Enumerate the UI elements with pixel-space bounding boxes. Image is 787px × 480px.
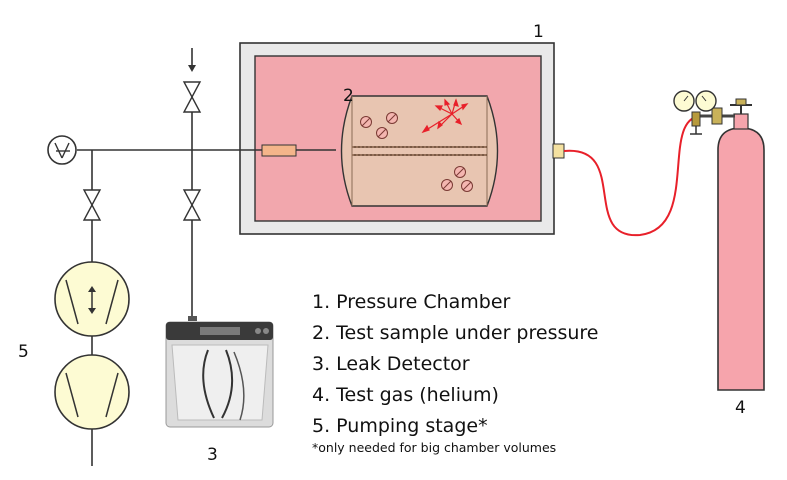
helium-gas-line	[563, 115, 701, 237]
valve-icon[interactable]	[182, 81, 202, 113]
helium-atom	[386, 112, 398, 124]
legend-item-pressure-chamber: 1. Pressure Chamber	[312, 291, 511, 313]
detector-inlet-port	[188, 316, 197, 321]
chamber-feedthrough-connector	[261, 144, 297, 157]
vent-arrow	[188, 65, 196, 72]
helium-atom	[360, 116, 372, 128]
test-sample	[340, 95, 499, 207]
detector-number-label: 3	[207, 445, 218, 465]
legend-item-test-gas: 4. Test gas (helium)	[312, 384, 499, 406]
sample-number-label: 2	[343, 86, 354, 106]
backing-pump-icon	[54, 354, 130, 430]
valve-icon[interactable]	[82, 189, 102, 221]
helium-atom	[454, 166, 466, 178]
legend-footnote: *only needed for big chamber volumes	[312, 440, 556, 455]
pressure-regulator-icon	[673, 90, 735, 135]
helium-atom	[376, 127, 388, 139]
gas-cylinder-number-label: 4	[735, 398, 746, 418]
gas-cylinder-icon	[717, 98, 765, 391]
legend-item-pumping-stage: 5. Pumping stage*	[312, 415, 488, 437]
leak-detector-icon	[165, 321, 274, 428]
turbo-pump-icon	[54, 261, 130, 337]
pump-number-label: 5	[18, 342, 29, 362]
vacuum-gauge-icon	[47, 135, 77, 165]
legend-item-test-sample: 2. Test sample under pressure	[312, 322, 599, 344]
leak-arrows	[421, 98, 469, 134]
helium-atom	[441, 179, 453, 191]
chamber-gas-inlet-connector	[552, 143, 565, 159]
legend-item-leak-detector: 3. Leak Detector	[312, 353, 470, 375]
helium-atom	[461, 180, 473, 192]
helium-atoms	[360, 112, 473, 192]
legend: 1. Pressure Chamber 2. Test sample under…	[312, 291, 599, 455]
chamber-number-label: 1	[533, 22, 544, 42]
valve-icon[interactable]	[182, 189, 202, 221]
